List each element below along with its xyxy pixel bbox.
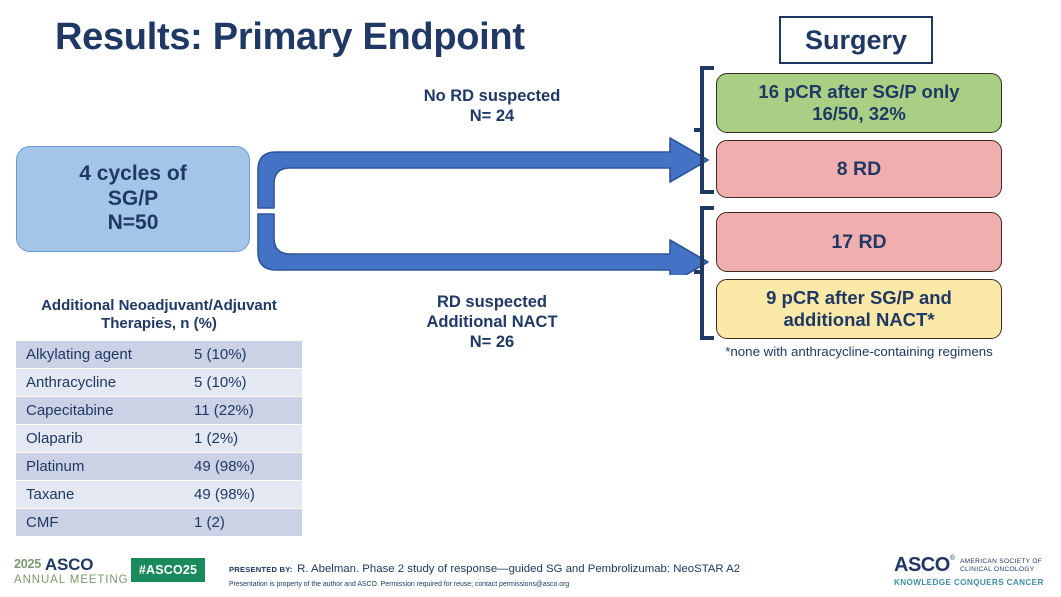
therapy-name: Olaparib: [16, 424, 182, 453]
asco-annual-meeting-logo: 2025 ASCO ANNUAL MEETING: [14, 556, 128, 587]
result-pink1-line1: 8 RD: [836, 157, 882, 180]
result-pink2-line1: 17 RD: [831, 230, 887, 253]
branch-bottom-line3: N= 26: [469, 333, 515, 352]
flow-arrows: [257, 137, 709, 275]
table-row: CMF 1 (2): [16, 508, 302, 537]
asco-logo-subtitle: AMERICAN SOCIETY OF CLINICAL ONCOLOGY: [960, 558, 1042, 575]
registered-mark-icon: ®: [949, 555, 955, 562]
meeting-year: 2025: [14, 557, 42, 571]
therapy-value: 5 (10%): [182, 368, 302, 397]
presented-by-label: PRESENTED BY:: [229, 565, 293, 574]
table-row: Olaparib 1 (2%): [16, 424, 302, 453]
therapy-value: 5 (10%): [182, 341, 302, 369]
branch-label-no-rd: No RD suspected N= 24: [372, 86, 612, 126]
result-box-pcr-sgp-nact: 9 pCR after SG/P and additional NACT*: [716, 279, 1002, 339]
results-footnote: *none with anthracycline-containing regi…: [725, 344, 993, 359]
result-green-line1: 16 pCR after SG/P only: [758, 81, 960, 103]
start-box-line3: N=50: [107, 211, 159, 235]
hashtag-label: #ASCO25: [138, 563, 198, 577]
branch-bottom-line2: Additional NACT: [426, 313, 558, 332]
therapy-name: Anthracycline: [16, 368, 182, 397]
table-row: Platinum 49 (98%): [16, 452, 302, 481]
therapies-title-line2: Therapies, n (%): [101, 315, 217, 332]
therapy-value: 49 (98%): [182, 452, 302, 481]
start-box-sgp: 4 cycles of SG/P N=50: [16, 146, 250, 252]
result-yellow-line2: additional NACT*: [783, 309, 935, 330]
result-group-brackets: [694, 66, 714, 340]
page-title: Results: Primary Endpoint: [55, 16, 525, 58]
asco-sub-line2: CLINICAL ONCOLOGY: [959, 566, 1035, 574]
therapy-name: Platinum: [16, 452, 182, 481]
footer-divider: [0, 549, 1061, 550]
result-box-rd-17: 17 RD: [716, 212, 1002, 272]
permission-note: Presentation is property of the author a…: [229, 581, 570, 588]
asco-tagline: KNOWLEDGE CONQUERS CANCER: [894, 578, 1044, 587]
table-row: Alkylating agent 5 (10%): [16, 341, 302, 369]
surgery-header-box: Surgery: [779, 16, 933, 64]
table-row: Anthracycline 5 (10%): [16, 368, 302, 397]
asco-sub-line1: AMERICAN SOCIETY OF: [959, 558, 1043, 565]
table-row: Capecitabine 11 (22%): [16, 396, 302, 425]
branch-top-line1: No RD suspected: [423, 87, 561, 105]
therapies-title-line1: Additional Neoadjuvant/Adjuvant: [41, 297, 277, 314]
result-green-line2: 16/50, 32%: [812, 103, 906, 124]
arrow-top-branch: [257, 137, 709, 209]
therapy-name: Capecitabine: [16, 396, 182, 425]
branch-top-line2: N= 24: [469, 107, 515, 126]
result-box-pcr-sgp-only: 16 pCR after SG/P only 16/50, 32%: [716, 73, 1002, 133]
start-box-line1: 4 cycles of: [79, 161, 187, 185]
bracket-lower: [700, 206, 714, 340]
therapy-value: 49 (98%): [182, 480, 302, 509]
arrow-bottom-branch: [257, 213, 709, 275]
therapy-value: 1 (2%): [182, 424, 302, 453]
therapies-table: Alkylating agent 5 (10%) Anthracycline 5…: [16, 341, 302, 537]
asco-wordmark: ASCO: [894, 554, 950, 576]
asco-society-logo: ASCO ® AMERICAN SOCIETY OF CLINICAL ONCO…: [894, 555, 1044, 587]
start-box-line2: SG/P: [107, 186, 159, 210]
therapies-table-title: Additional Neoadjuvant/Adjuvant Therapie…: [16, 297, 302, 333]
result-box-rd-8: 8 RD: [716, 140, 1002, 198]
presenter-line: PRESENTED BY: R. Abelman. Phase 2 study …: [229, 559, 849, 577]
therapy-name: Taxane: [16, 480, 182, 509]
table-row: Taxane 49 (98%): [16, 480, 302, 509]
meeting-asco-word: ASCO: [44, 555, 94, 574]
bracket-upper: [700, 66, 714, 194]
meeting-logo-sub: ANNUAL MEETING: [14, 574, 129, 586]
therapy-value: 1 (2): [182, 508, 302, 537]
asco-logo-row: ASCO ® AMERICAN SOCIETY OF CLINICAL ONCO…: [894, 555, 1044, 575]
therapy-value: 11 (22%): [182, 396, 302, 425]
hashtag-badge: #ASCO25: [131, 558, 205, 582]
therapy-name: Alkylating agent: [16, 341, 182, 369]
presenter-citation-block: PRESENTED BY: R. Abelman. Phase 2 study …: [229, 559, 849, 588]
branch-bottom-line1: RD suspected: [436, 293, 548, 311]
branch-label-rd: RD suspected Additional NACT N= 26: [372, 292, 612, 352]
surgery-header-label: Surgery: [804, 24, 908, 55]
citation-text: R. Abelman. Phase 2 study of response—gu…: [297, 563, 741, 575]
therapy-name: CMF: [16, 508, 182, 537]
meeting-logo-top: 2025 ASCO: [14, 556, 128, 573]
result-yellow-line1: 9 pCR after SG/P and: [766, 287, 952, 309]
